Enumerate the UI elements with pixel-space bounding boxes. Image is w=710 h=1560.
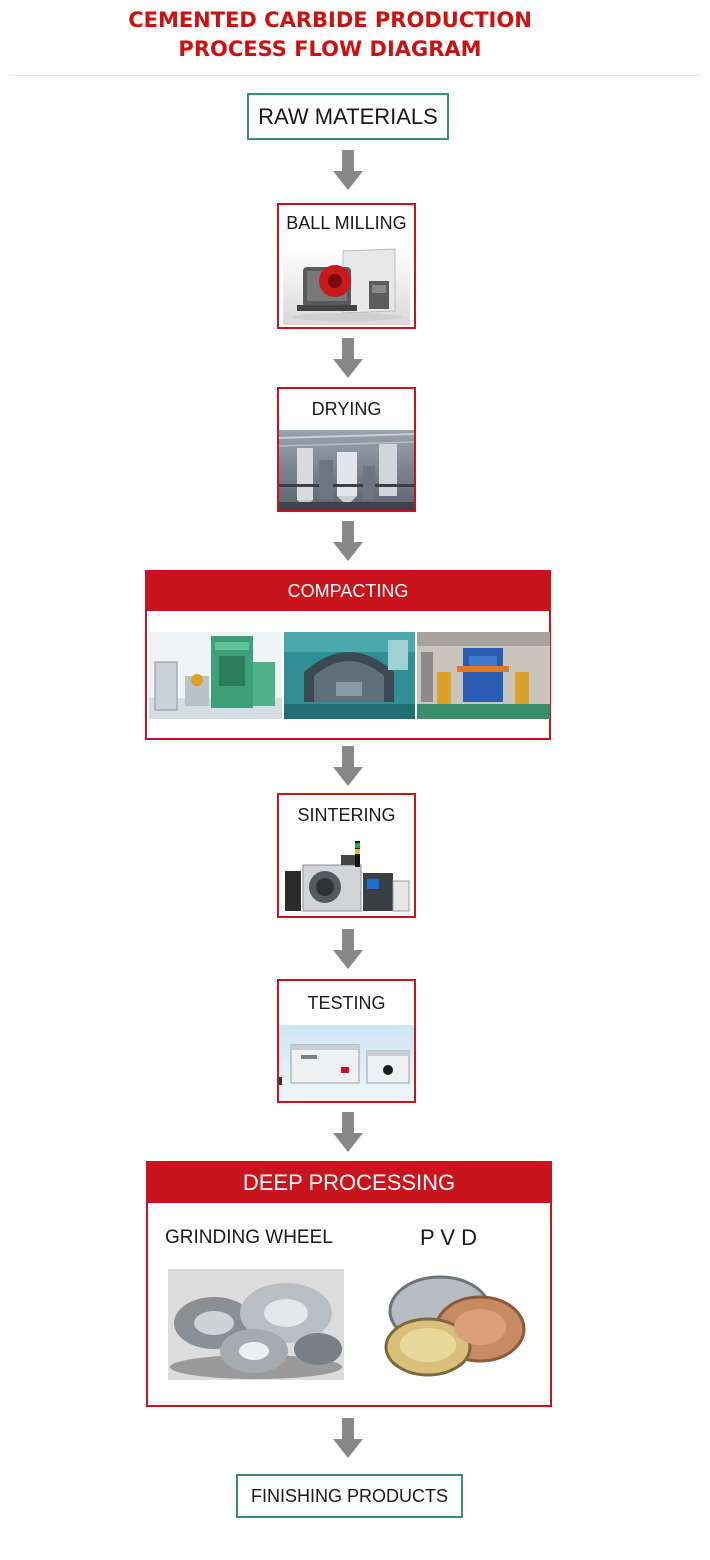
raw-materials-label: RAW MATERIALS	[258, 104, 438, 129]
compacting-press-image-2	[284, 632, 415, 719]
pvd-label: P V D	[420, 1225, 478, 1250]
down-arrow-icon	[333, 746, 363, 786]
testing-instruments-image	[279, 1025, 414, 1101]
pvd-targets-image	[380, 1271, 528, 1381]
compacting-press-image-1	[149, 632, 282, 719]
testing-label: TESTING	[307, 993, 386, 1013]
down-arrow-icon	[333, 338, 363, 378]
drying-box: DRYING	[277, 387, 416, 512]
ball-milling-box: BALL MILLING	[277, 203, 416, 329]
ball-milling-label: BALL MILLING	[286, 213, 407, 233]
deep-processing-box: DEEP PROCESSING GRINDING WHEEL P V D	[146, 1161, 552, 1407]
deep-processing-header: DEEP PROCESSING	[148, 1163, 550, 1203]
ball-mill-machine-image	[283, 247, 410, 325]
compacting-box: COMPACTING	[145, 570, 551, 740]
compacting-header: COMPACTING	[147, 572, 549, 611]
sintering-box: SINTERING	[277, 793, 416, 918]
down-arrow-icon	[333, 1418, 363, 1458]
grinding-wheel-image	[168, 1269, 344, 1380]
grinding-wheel-label: GRINDING WHEEL	[165, 1227, 333, 1248]
sintering-furnace-image	[281, 837, 412, 915]
compacting-press-image-3	[417, 632, 550, 719]
down-arrow-icon	[333, 929, 363, 969]
finishing-products-box: FINISHING PRODUCTS	[236, 1474, 463, 1518]
compacting-label: COMPACTING	[287, 581, 409, 601]
diagram-title: CEMENTED CARBIDE PRODUCTION PROCESS FLOW…	[0, 6, 660, 64]
down-arrow-icon	[333, 1112, 363, 1152]
finishing-products-label: FINISHING PRODUCTS	[250, 1486, 448, 1506]
raw-materials-box: RAW MATERIALS	[247, 93, 449, 140]
testing-box: TESTING	[277, 979, 416, 1103]
title-line-2: PROCESS FLOW DIAGRAM	[178, 37, 482, 61]
title-divider	[10, 75, 700, 76]
down-arrow-icon	[333, 521, 363, 561]
drying-plant-image	[279, 430, 414, 510]
sintering-label: SINTERING	[297, 805, 396, 825]
down-arrow-icon	[333, 150, 363, 190]
deep-processing-label: DEEP PROCESSING	[242, 1170, 456, 1195]
drying-label: DRYING	[311, 399, 382, 419]
title-line-1: CEMENTED CARBIDE PRODUCTION	[128, 8, 532, 32]
